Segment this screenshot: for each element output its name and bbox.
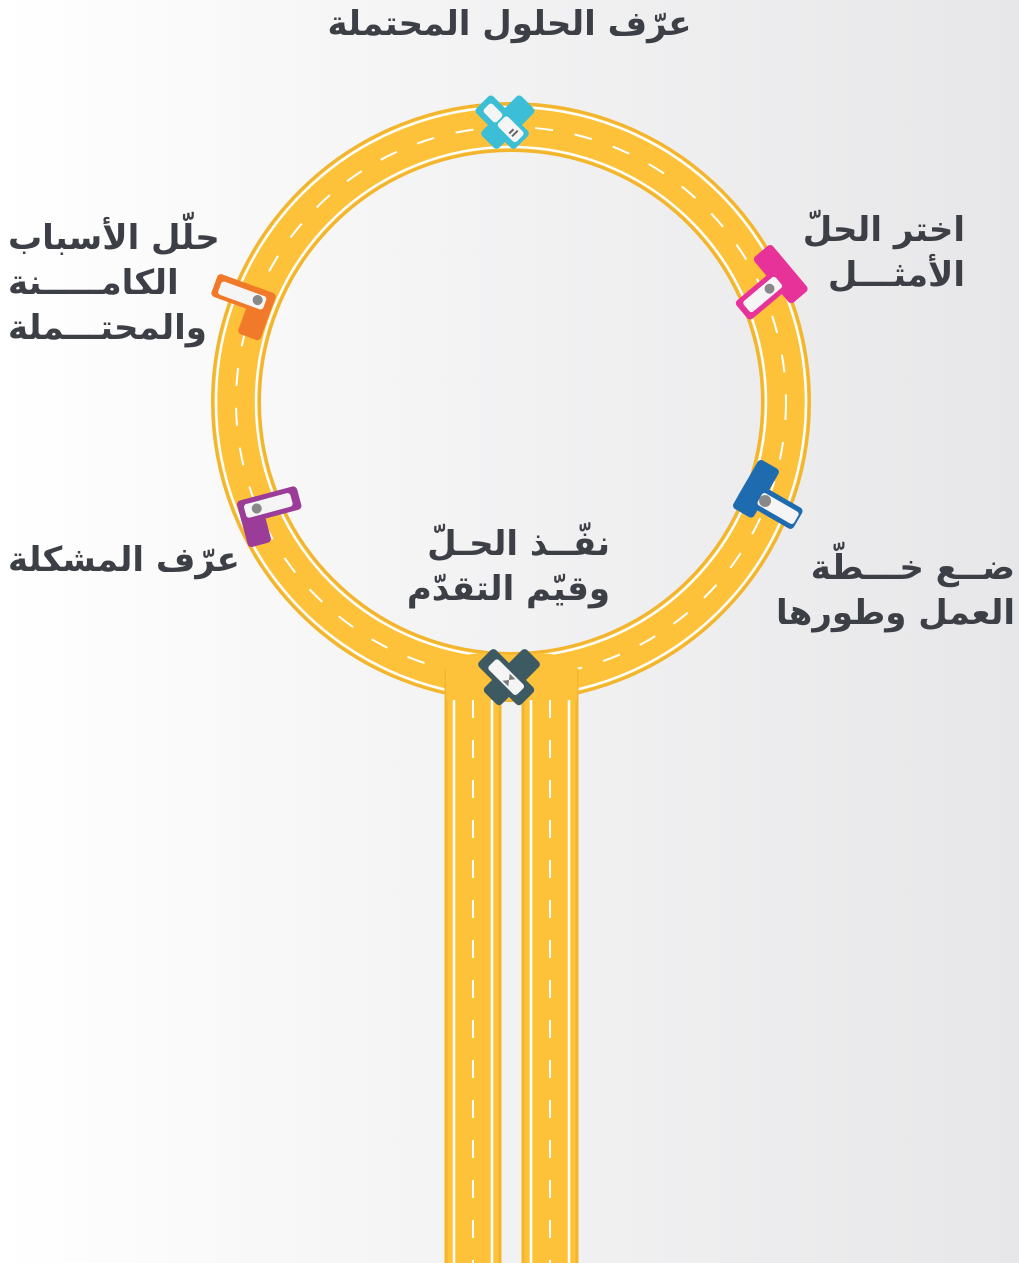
step-right-line1: اختر الحلّ <box>802 210 965 250</box>
step-right-line2: الأمثـــل <box>827 254 965 295</box>
step-label-right-bottom: ضــع خـــطّة العمل وطورها <box>776 546 1015 636</box>
marker-top[interactable] <box>465 80 544 159</box>
step-label-right: اختر الحلّ الأمثـــل <box>803 208 965 298</box>
step-left-top-line3: والمحتـــملة <box>8 307 207 348</box>
step-right-bottom-line1: ضــع خـــطّة <box>810 548 1015 588</box>
step-right-bottom-line2: العمل وطورها <box>776 592 1015 633</box>
step-left-top-line2: الكامـــــنة <box>8 262 179 303</box>
step-left-bottom-line1: عرّف المشكلة <box>8 540 240 580</box>
marker-right-bottom[interactable] <box>732 459 815 539</box>
gear-icon <box>252 295 263 306</box>
marker-right[interactable] <box>720 243 809 331</box>
step-center-line1: نفّــذ الحـلّ <box>427 524 610 564</box>
step-left-top-line1: حلّل الأسباب <box>8 218 220 258</box>
marker-center[interactable] <box>467 632 552 717</box>
marker-left-top[interactable] <box>201 273 276 341</box>
marker-left-bottom[interactable] <box>236 486 308 548</box>
hourglass-icon <box>502 673 516 687</box>
step-center-line2: وقيّم التقدّم <box>406 568 610 609</box>
globe-icon <box>759 495 772 507</box>
step-label-center: نفّــذ الحـلّ وقيّم التقدّم <box>400 522 610 612</box>
gear-icon <box>764 283 775 294</box>
step-top-line1: عرّف الحلول المحتملة <box>327 4 692 44</box>
signal-icon <box>508 128 519 138</box>
gear-icon <box>251 503 262 514</box>
step-label-left-top: حلّل الأسباب الكامـــــنة والمحتـــملة <box>8 216 220 351</box>
step-label-top: عرّف الحلول المحتملة <box>0 2 1019 47</box>
step-label-left-bottom: عرّف المشكلة <box>8 538 240 583</box>
